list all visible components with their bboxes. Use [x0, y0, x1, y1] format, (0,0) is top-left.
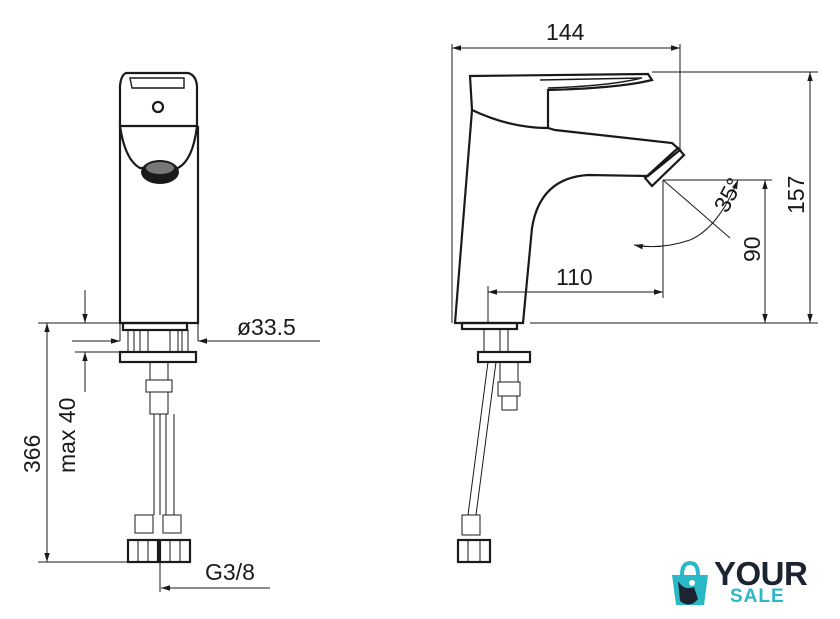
front-body	[118, 126, 200, 325]
dimension-144: 144	[546, 19, 585, 45]
dimension-diameter: ø33.5	[237, 314, 296, 340]
front-mount-plate	[118, 350, 198, 364]
side-aerator	[643, 146, 686, 188]
side-body	[453, 109, 682, 325]
front-hoses	[153, 414, 175, 515]
side-view	[453, 72, 686, 564]
dimension-max-40: max 40	[54, 398, 80, 473]
side-mount-plate	[476, 350, 532, 364]
brand-logo: YOUR SALE	[664, 553, 824, 613]
dimension-110: 110	[556, 264, 593, 290]
dimension-thread: G3/8	[205, 559, 255, 585]
front-dimensions: ø33.5 max 40 366 G3/8	[19, 290, 320, 592]
logo-word-your: YOUR	[714, 555, 808, 592]
side-hose	[467, 361, 497, 516]
logo-word-sale: SALE	[730, 586, 785, 607]
dimension-366: 366	[19, 435, 45, 473]
front-view	[118, 71, 200, 564]
dimension-90: 90	[739, 236, 765, 262]
shopping-bag-icon	[672, 560, 708, 605]
side-dimensions: 144 157 90 110 35°	[451, 19, 818, 324]
side-lever	[468, 72, 654, 130]
handle-indicator	[151, 100, 165, 114]
dimension-157: 157	[783, 176, 809, 214]
front-handle	[118, 71, 199, 128]
